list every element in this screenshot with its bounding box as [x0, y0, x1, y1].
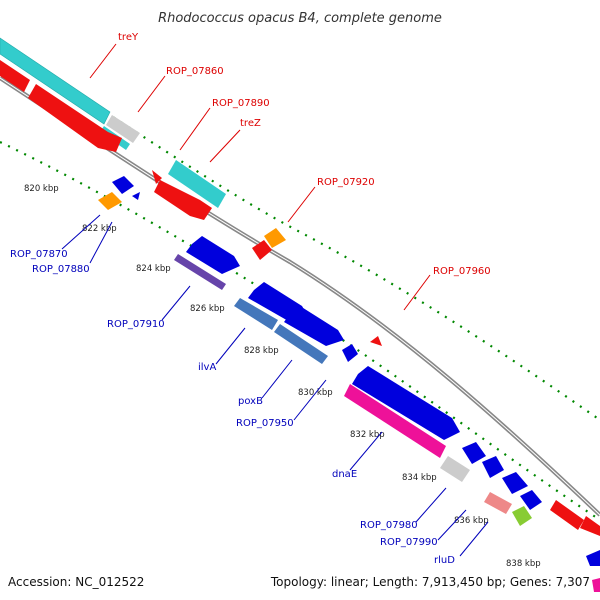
gene-label-ROP_07860[interactable]: ROP_07860 [166, 66, 224, 77]
gene-ROP_07980[interactable] [440, 456, 470, 482]
gene-ROP_07870[interactable] [112, 176, 134, 194]
tick-label: 834 kbp [402, 473, 437, 483]
tick-label: 828 kbp [244, 346, 279, 356]
tick-label: 836 kbp [454, 516, 489, 526]
gene-label-ROP_07890[interactable]: ROP_07890 [212, 98, 270, 109]
gene-label-treZ[interactable]: treZ [240, 118, 261, 129]
gene-steel-1[interactable] [234, 298, 278, 330]
gene-blue-small[interactable] [132, 192, 140, 200]
gene-treY[interactable] [0, 37, 111, 125]
forward-leader-lines [89, 43, 431, 311]
tick-label: 832 kbp [350, 430, 385, 440]
gene-blue-tiny[interactable] [342, 344, 358, 362]
reverse-labels: ROP_07870 ROP_07880 ROP_07910 ilvA poxB … [10, 249, 455, 566]
gene-pink[interactable] [344, 384, 446, 458]
gene-red-1[interactable] [0, 60, 30, 92]
gene-ROP_07860[interactable] [106, 115, 140, 143]
gene-label-rluD[interactable]: rluD [434, 555, 455, 566]
gene-ROP_07890[interactable] [152, 170, 162, 184]
gene-blue-b[interactable] [482, 456, 504, 478]
gene-ROP_07950[interactable] [274, 324, 328, 364]
gene-ROP_07960[interactable] [370, 336, 382, 346]
accession-text: Accession: NC_012522 [8, 575, 144, 589]
tick-label: 820 kbp [24, 184, 59, 194]
reverse-leader-lines [61, 214, 489, 557]
gene-ROP_07910[interactable] [186, 236, 240, 274]
gene-label-poxB[interactable]: poxB [238, 396, 263, 407]
tick-label: 838 kbp [506, 559, 541, 569]
gene-red-right[interactable] [550, 500, 584, 530]
gene-label-ROP_07980[interactable]: ROP_07980 [360, 520, 418, 531]
genome-backbone [0, 76, 600, 517]
gene-ROP_07920[interactable] [252, 240, 272, 260]
genome-summary-text: Topology: linear; Length: 7,913,450 bp; … [270, 575, 590, 589]
tick-label: 822 kbp [82, 224, 117, 234]
gene-red-2[interactable] [28, 84, 122, 152]
reverse-genes [98, 176, 600, 592]
outer-dotted-track [0, 43, 600, 521]
gene-red-3[interactable] [154, 180, 212, 220]
gene-label-ROP_07870[interactable]: ROP_07870 [10, 249, 68, 260]
gene-label-ROP_07910[interactable]: ROP_07910 [107, 319, 165, 330]
gene-red-right-2[interactable] [580, 516, 600, 536]
gene-blue-d[interactable] [520, 490, 542, 510]
gene-blue-edge[interactable] [586, 550, 600, 566]
gene-dnaE[interactable] [352, 366, 460, 440]
forward-labels: treY ROP_07860 ROP_07890 treZ ROP_07920 … [118, 32, 491, 277]
gene-label-dnaE[interactable]: dnaE [332, 469, 357, 480]
gene-poxB[interactable] [284, 306, 344, 346]
gene-label-ROP_07880[interactable]: ROP_07880 [32, 264, 90, 275]
gene-label-treY[interactable]: treY [118, 32, 139, 43]
forward-genes [0, 37, 600, 536]
gene-label-ROP_07950[interactable]: ROP_07950 [236, 418, 294, 429]
tick-label: 826 kbp [190, 304, 225, 314]
gene-pink-edge[interactable] [592, 578, 600, 592]
gene-orange-2[interactable] [264, 228, 286, 248]
gene-ROP_07880[interactable] [98, 192, 122, 210]
tick-label: 824 kbp [136, 264, 171, 274]
genome-title: Rhodococcus opacus B4, complete genome [158, 11, 442, 26]
gene-blue-c[interactable] [502, 472, 528, 494]
gene-ROP_07990[interactable] [484, 492, 512, 514]
gene-label-ilvA[interactable]: ilvA [198, 362, 216, 373]
gene-label-ROP_07960[interactable]: ROP_07960 [433, 266, 491, 277]
gene-rluD[interactable] [512, 506, 532, 526]
gene-label-ROP_07920[interactable]: ROP_07920 [317, 177, 375, 188]
gene-label-ROP_07990[interactable]: ROP_07990 [380, 537, 438, 548]
gene-treZ[interactable] [168, 160, 226, 208]
gene-purple[interactable] [174, 254, 226, 290]
gene-blue-a[interactable] [462, 442, 486, 464]
